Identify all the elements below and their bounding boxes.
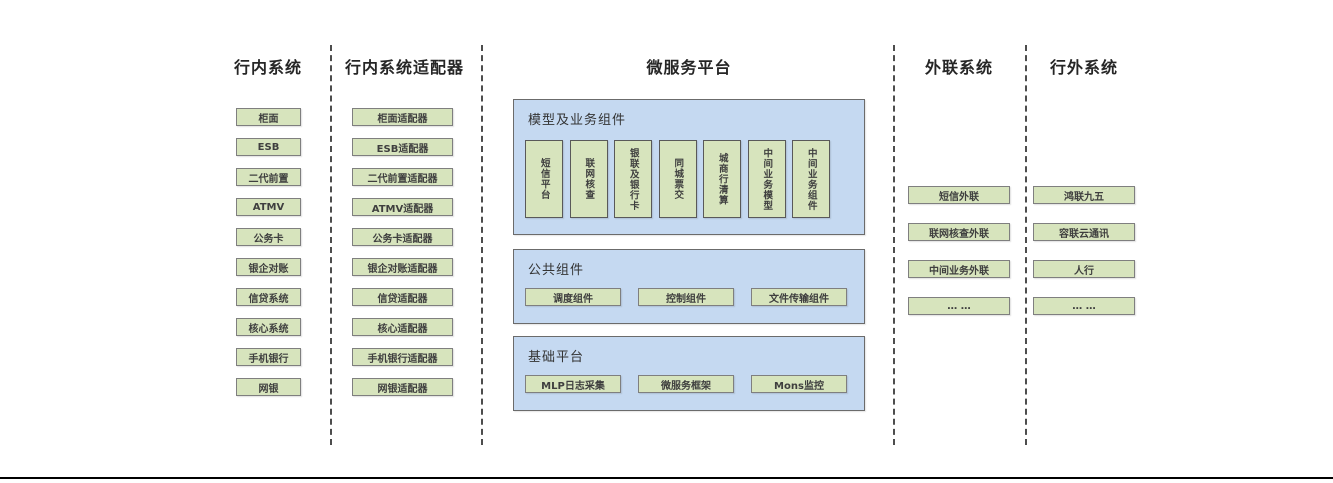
component-box: Mons监控 xyxy=(751,375,847,393)
system-box: ATMV xyxy=(236,198,301,216)
outside-system-box: 容联云通讯 xyxy=(1033,223,1135,241)
column-divider xyxy=(1025,45,1027,445)
system-box: 银企对账 xyxy=(236,258,301,276)
component-box: 同城票交 xyxy=(658,140,697,218)
system-box: 公务卡 xyxy=(236,228,301,246)
component-box: 中间业务组件 xyxy=(792,140,830,218)
component-box: MLP日志采集 xyxy=(525,375,621,393)
external-system-box: 中间业务外联 xyxy=(908,260,1010,278)
component-box: 联网核查 xyxy=(569,140,608,218)
component-box: 调度组件 xyxy=(525,288,621,306)
adapter-box: 公务卡适配器 xyxy=(352,228,453,246)
system-box: 手机银行 xyxy=(236,348,301,366)
column-divider xyxy=(481,45,483,445)
outside-system-box: 鸿联九五 xyxy=(1033,186,1135,204)
component-box: 短信平台 xyxy=(525,140,563,218)
component-box: 控制组件 xyxy=(638,288,734,306)
system-box: 信贷系统 xyxy=(236,288,301,306)
panel-title: 模型及业务组件 xyxy=(528,113,627,128)
component-box: 文件传输组件 xyxy=(751,288,847,306)
system-box: ESB xyxy=(236,138,301,156)
component-box: 中间业务模型 xyxy=(747,140,786,218)
column-title-internal-adapters: 行内系统适配器 xyxy=(344,58,464,77)
column-title-internal-systems: 行内系统 xyxy=(233,58,302,77)
base-platform-row: MLP日志采集微服务框架 Mons监控 xyxy=(525,375,847,393)
adapter-box: 信贷适配器 xyxy=(352,288,453,306)
column-divider xyxy=(893,45,895,445)
outside-systems-list: 鸿联九五容联云通讯人行 … … xyxy=(1033,186,1135,315)
adapter-box: 手机银行适配器 xyxy=(352,348,453,366)
panel-title: 公共组件 xyxy=(528,263,585,278)
adapter-box: ATMV适配器 xyxy=(352,198,453,216)
component-box: 银联及银行卡 xyxy=(614,140,652,218)
bottom-border-line xyxy=(0,477,1333,479)
column-title-outside-systems: 行外系统 xyxy=(1049,58,1118,77)
external-link-systems-list: 短信外联联网核查外联中间业务外联 … … xyxy=(908,186,1010,315)
external-system-box: 联网核查外联 xyxy=(908,223,1010,241)
adapter-box: 二代前置适配器 xyxy=(352,168,453,186)
component-box: 城商行清算 xyxy=(703,140,741,218)
common-components-row: 调度组件控制组件文件传输组件 xyxy=(525,288,847,306)
adapter-box: 柜面适配器 xyxy=(352,108,453,126)
external-system-box: … … xyxy=(908,297,1010,315)
adapter-box: ESB适配器 xyxy=(352,138,453,156)
system-box: 柜面 xyxy=(236,108,301,126)
system-box: 网银 xyxy=(236,378,301,396)
common-components-panel: 公共组件 调度组件控制组件文件传输组件 xyxy=(513,249,865,324)
adapter-box: 银企对账适配器 xyxy=(352,258,453,276)
external-system-box: 短信外联 xyxy=(908,186,1010,204)
column-title-external-link-systems: 外联系统 xyxy=(924,58,993,77)
internal-systems-list: 柜面 ESB 二代前置 ATMV 公务卡银企对账信贷系统核心系统手机银行网银 xyxy=(236,108,301,396)
model-business-components-panel: 模型及业务组件 短信平台联网核查银联及银行卡同城票交城商行清算中间业务模型中间业… xyxy=(513,99,865,235)
outside-system-box: 人行 xyxy=(1033,260,1135,278)
system-box: 核心系统 xyxy=(236,318,301,336)
component-box: 微服务框架 xyxy=(638,375,734,393)
column-title-microservice-platform: 微服务平台 xyxy=(646,58,732,77)
vertical-components-row: 短信平台联网核查银联及银行卡同城票交城商行清算中间业务模型中间业务组件 xyxy=(525,140,830,218)
adapter-box: 核心适配器 xyxy=(352,318,453,336)
panel-title: 基础平台 xyxy=(528,350,585,365)
adapter-box: 网银适配器 xyxy=(352,378,453,396)
system-box: 二代前置 xyxy=(236,168,301,186)
outside-system-box: … … xyxy=(1033,297,1135,315)
internal-adapters-list: 柜面适配器 ESB适配器二代前置适配器 ATMV适配器公务卡适配器银企对账适配器信贷… xyxy=(352,108,453,396)
base-platform-panel: 基础平台 MLP日志采集微服务框架 Mons监控 xyxy=(513,336,865,411)
column-divider xyxy=(330,45,332,445)
